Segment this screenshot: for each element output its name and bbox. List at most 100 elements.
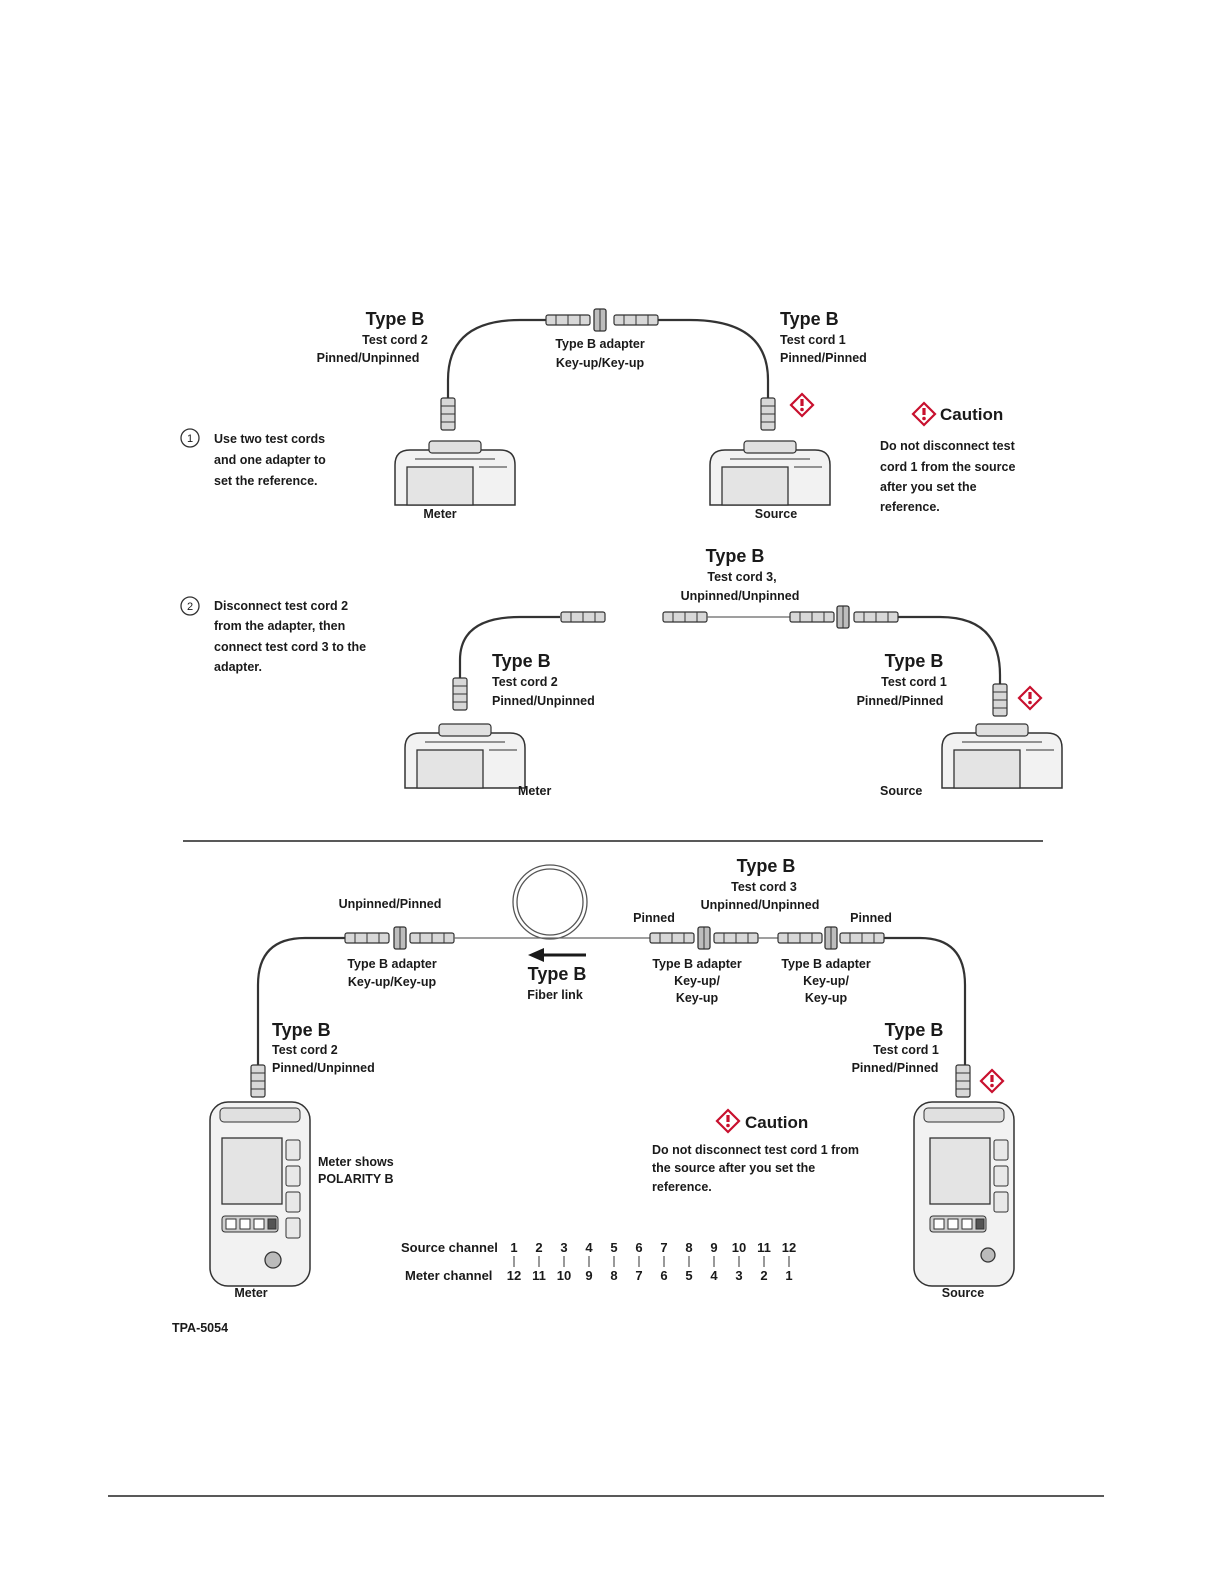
cord-2-connector	[344, 932, 390, 944]
cord-name-label: Test cord 1	[881, 675, 947, 689]
adapter-key-label: Key-up/Key-up	[556, 356, 645, 370]
type-b-adapter-icon	[836, 605, 850, 629]
source-channel-number: 2	[535, 1240, 542, 1255]
adapter-key-label: Key-up/Key-up	[348, 975, 437, 989]
meter-plug	[250, 1064, 266, 1098]
cord-type-label: Type B	[492, 651, 551, 671]
source-channel-number: 12	[782, 1240, 796, 1255]
cord-name-label: Test cord 3,	[707, 570, 776, 584]
meter-channel-number: 8	[610, 1268, 617, 1283]
cord-1-connector	[853, 611, 899, 623]
caution-icon	[715, 1108, 741, 1134]
source-channel-number: 3	[560, 1240, 567, 1255]
source-plug	[992, 683, 1008, 717]
meter-plug	[440, 397, 456, 431]
source-device	[709, 440, 831, 506]
cord-1-connector	[839, 932, 885, 944]
meter-device	[404, 723, 526, 789]
fiber-type-label: Type B	[528, 964, 587, 984]
cord-pin-label: Pinned/Unpinned	[492, 694, 595, 708]
caution-text: reference.	[652, 1180, 712, 1194]
meter-device	[394, 440, 516, 506]
step-number-circle	[180, 428, 200, 448]
type-b-adapter-icon	[824, 926, 838, 950]
step-text: Use two test cords	[214, 432, 325, 446]
caution-icon	[911, 401, 937, 427]
cord-pin-label: Unpinned/Unpinned	[701, 898, 820, 912]
meter-channel-number: 2	[760, 1268, 767, 1283]
polarity-readout: POLARITY B	[318, 1172, 393, 1186]
step-text: set the reference.	[214, 474, 318, 488]
meter-channel-number: 9	[585, 1268, 592, 1283]
source-channel-number: 8	[685, 1240, 692, 1255]
meter-plug	[452, 677, 468, 711]
source-channel-number: 5	[610, 1240, 617, 1255]
source-device	[941, 723, 1063, 789]
cord-type-label: Type B	[706, 546, 765, 566]
test-cord-1-cable	[640, 318, 770, 400]
caution-text: Do not disconnect test	[880, 439, 1016, 453]
connector-pin-label: Unpinned/Pinned	[339, 897, 442, 911]
test-cord-2-cable	[256, 936, 345, 1080]
cord-pin-label: Pinned/Pinned	[780, 351, 867, 365]
fiber-link-label: Fiber link	[527, 988, 583, 1002]
channel-connector-lines	[513, 1256, 790, 1267]
meter-label: Meter	[234, 1286, 267, 1300]
source-channel-number: 10	[732, 1240, 746, 1255]
meter-label: Meter	[423, 507, 456, 521]
cord-3-connector	[713, 932, 759, 944]
connector-pin-label: Pinned	[633, 911, 675, 925]
test-cord-1-cable	[884, 936, 967, 1075]
meter-shows-label: Meter shows	[318, 1155, 394, 1169]
type-b-adapter-icon	[593, 308, 607, 332]
cord-pin-label: Pinned/Unpinned	[272, 1061, 375, 1075]
test-cord-2-cable	[446, 318, 560, 400]
meter-device-full	[209, 1101, 311, 1287]
meter-channel-number: 10	[557, 1268, 571, 1283]
caution-text: after you set the	[880, 480, 977, 494]
caution-text: reference.	[880, 500, 940, 514]
cord-name-label: Test cord 2	[492, 675, 558, 689]
step-text: and one adapter to	[214, 453, 326, 467]
adapter-key-label: Key-up/	[803, 974, 849, 988]
fiber-connector	[409, 932, 455, 944]
cord-3-connector	[662, 611, 708, 623]
fiber-connector	[649, 932, 695, 944]
caution-text: the source after you set the	[652, 1161, 815, 1175]
meter-channel-number: 12	[507, 1268, 521, 1283]
adapter-key-label: Key-up	[805, 991, 848, 1005]
source-label: Source	[755, 507, 797, 521]
figure-id: TPA-5054	[172, 1321, 228, 1335]
source-channel-number: 4	[585, 1240, 593, 1255]
meter-channel-number: 6	[660, 1268, 667, 1283]
caution-title: Caution	[745, 1113, 808, 1132]
meter-channel-label: Meter channel	[405, 1268, 492, 1283]
cord-type-label: Type B	[737, 856, 796, 876]
step-text: from the adapter, then	[214, 619, 345, 633]
source-plug	[955, 1064, 971, 1098]
meter-channel-number: 7	[635, 1268, 642, 1283]
test-cord-2-cable	[458, 615, 560, 680]
panel-1: Type B Test cord 2 Pinned/Unpinned Type …	[180, 308, 1016, 521]
meter-label: Meter	[518, 784, 551, 798]
meter-channel-number: 1	[785, 1268, 792, 1283]
source-plug	[760, 397, 776, 431]
step-text: Disconnect test cord 2	[214, 599, 348, 613]
cord-name-label: Test cord 2	[272, 1043, 338, 1057]
adapter-label: Type B adapter	[555, 337, 645, 351]
source-channel-number: 7	[660, 1240, 667, 1255]
source-channel-label: Source channel	[401, 1240, 498, 1255]
adapter-label: Type B adapter	[652, 957, 742, 971]
cord-3-connector	[789, 611, 835, 623]
step-text: connect test cord 3 to the	[214, 640, 366, 654]
source-label: Source	[942, 1286, 984, 1300]
cord-name-label: Test cord 2	[362, 333, 428, 347]
source-device-full	[913, 1101, 1015, 1287]
adapter-key-label: Key-up/	[674, 974, 720, 988]
cord-2-connector	[545, 314, 591, 326]
source-channel-number: 9	[710, 1240, 717, 1255]
caution-text: Do not disconnect test cord 1 from	[652, 1143, 859, 1157]
type-b-adapter-icon	[393, 926, 407, 950]
meter-channel-number: 11	[532, 1268, 546, 1283]
panel-2: Type B Test cord 3, Unpinned/Unpinned 2 …	[180, 546, 1063, 798]
